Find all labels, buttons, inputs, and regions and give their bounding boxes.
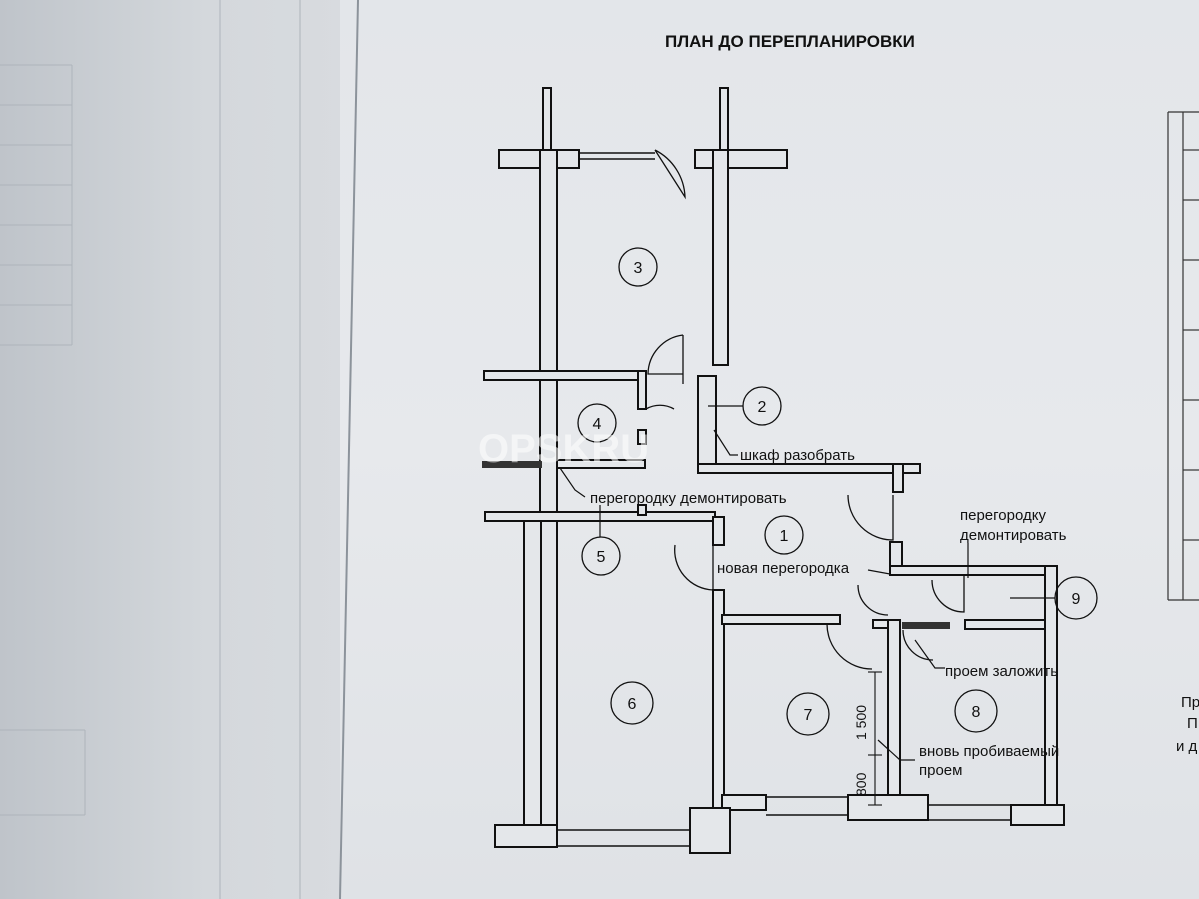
wall-h-371	[483, 370, 645, 381]
right-fragment-1: Пр	[1181, 694, 1199, 711]
left-page-background	[0, 0, 345, 899]
wall-89-bottom	[964, 619, 1046, 630]
wall-corridor-top	[697, 463, 921, 474]
wall-main-left	[539, 149, 558, 839]
wall-room4-stub-top	[637, 370, 647, 410]
wall-wardrobe	[697, 375, 717, 472]
plan-title: ПЛАН ДО ПЕРЕПЛАНИРОВКИ	[665, 32, 915, 51]
wall-balcony-right	[719, 87, 729, 154]
walls	[482, 87, 1065, 854]
page-fold-line	[339, 0, 359, 899]
room-6-number: 6	[628, 696, 637, 713]
label-partition-demolish-right-2: демонтировать	[960, 527, 1067, 544]
right-page-table	[1167, 111, 1199, 601]
right-fragment-2: П	[1187, 715, 1198, 732]
leader-lines	[559, 405, 1055, 761]
room-8-number: 8	[972, 704, 981, 721]
wall-corridor-stub	[892, 463, 904, 493]
wall-room4-bottom	[556, 459, 646, 469]
room-7-number: 7	[804, 707, 813, 724]
wall-78-divider	[887, 619, 901, 811]
room-4-number: 4	[593, 416, 602, 433]
partition-demolish-left	[482, 461, 542, 468]
label-partition-demolish-left: перегородку демонтировать	[590, 490, 787, 507]
label-opening-close: проем заложить	[945, 663, 1058, 680]
wall-bottom-left	[494, 824, 558, 848]
label-new-partition: новая перегородка	[717, 560, 850, 577]
wall-room7-top	[721, 614, 841, 625]
doors	[645, 149, 965, 670]
wall-room7-bottom-left	[721, 794, 767, 811]
room-1-number: 1	[780, 528, 789, 545]
right-fragment-3: и д	[1176, 738, 1198, 755]
wall-room5-stub	[637, 504, 647, 516]
label-wardrobe-disassemble: шкаф разобрать	[740, 447, 855, 464]
room-9-number: 9	[1072, 591, 1081, 608]
dimension-800: 800	[853, 772, 869, 796]
wall-outer-left	[523, 519, 542, 826]
room-3-number: 3	[634, 260, 643, 277]
opening-closed	[902, 622, 950, 629]
room-5-number: 5	[597, 549, 606, 566]
wall-bottom-mid	[847, 794, 929, 821]
wall-column-1	[712, 516, 725, 546]
room-2-number: 2	[758, 399, 767, 416]
wall-balcony-left	[542, 87, 552, 154]
dimension-1500: 1 500	[853, 705, 869, 740]
label-new-opening-1: вновь пробиваемый	[919, 743, 1059, 760]
label-new-opening-2: проем	[919, 762, 962, 779]
dimension-lines	[868, 671, 882, 806]
wall-room4-stub-mid	[637, 429, 647, 445]
watermark: OPSKRU	[478, 427, 649, 471]
wall-top-right	[694, 149, 788, 169]
wall-bottom-center	[689, 807, 731, 854]
left-page-faint-table	[0, 0, 301, 899]
wall-89-top	[889, 565, 1056, 576]
wall-room3-right	[712, 149, 729, 366]
wall-bottom-right	[1010, 804, 1065, 826]
label-partition-demolish-right-1: перегородку	[960, 507, 1046, 524]
